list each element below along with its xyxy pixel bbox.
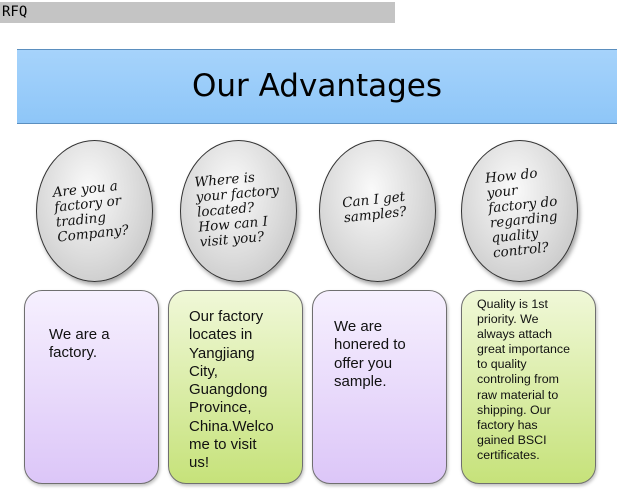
- question-text: Where is your factory located? How can I…: [193, 169, 280, 251]
- question-oval-quality-control: How do your factory do regarding quality…: [461, 140, 578, 282]
- page-title: Our Advantages: [191, 68, 443, 104]
- rfq-label: RFQ: [2, 4, 28, 20]
- answer-text: Quality is 1st priority. We always attac…: [477, 297, 570, 462]
- question-text: Can I get samples?: [341, 188, 408, 227]
- answer-card-quality: Quality is 1st priority. We always attac…: [461, 290, 596, 484]
- answer-card-factory: We are a factory.: [24, 290, 159, 484]
- answer-card-location: Our factory locates in Yangjiang City, G…: [168, 290, 303, 484]
- question-text: Are you a factory or trading Company?: [51, 178, 130, 246]
- rfq-tab[interactable]: RFQ: [0, 2, 395, 23]
- answer-text: We are a factory.: [49, 326, 110, 362]
- answer-text: Our factory locates in Yangjiang City, G…: [189, 308, 274, 472]
- answer-card-samples: We are honered to offer you sample.: [312, 290, 447, 484]
- question-text: How do your factory do regarding quality…: [484, 165, 559, 262]
- answer-text: We are honered to offer you sample.: [334, 318, 406, 390]
- question-oval-factory-location: Where is your factory located? How can I…: [180, 140, 297, 282]
- advantages-banner: Our Advantages: [17, 49, 617, 124]
- question-oval-samples: Can I get samples?: [319, 140, 436, 282]
- question-oval-factory-or-trading: Are you a factory or trading Company?: [36, 140, 153, 282]
